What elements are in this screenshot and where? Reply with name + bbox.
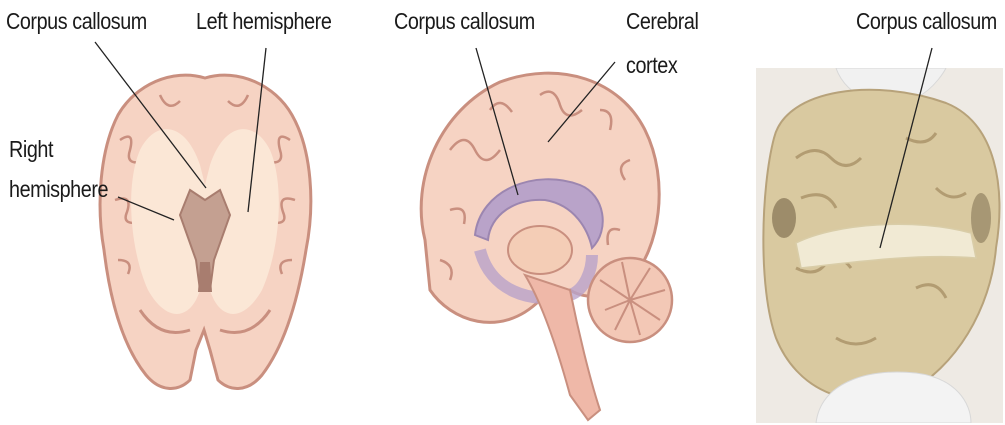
label-cerebral-cortex-line1: Cerebral [626, 8, 698, 34]
sagittal-cerebellum [588, 258, 672, 342]
label-corpus-callosum-sagittal: Corpus callosum [394, 8, 535, 34]
sagittal-section-panel: Corpus callosum Cerebral cortex [330, 0, 710, 425]
label-right-hemisphere-line2: hemisphere [9, 176, 108, 202]
leader-corpus-callosum-photo [880, 48, 932, 248]
label-cerebral-cortex-line2: cortex [626, 52, 677, 78]
photo-leader-layer [710, 0, 1005, 425]
coronal-section-panel: Corpus callosum Left hemisphere Right he… [0, 0, 330, 425]
coronal-brain-illustration [0, 0, 330, 425]
label-right-hemisphere-line1: Right [9, 136, 53, 162]
label-corpus-callosum: Corpus callosum [6, 8, 147, 34]
label-corpus-callosum-photo: Corpus callosum [856, 8, 997, 34]
label-left-hemisphere: Left hemisphere [196, 8, 331, 34]
dissected-brain-photo-panel: Corpus callosum [710, 0, 1005, 425]
